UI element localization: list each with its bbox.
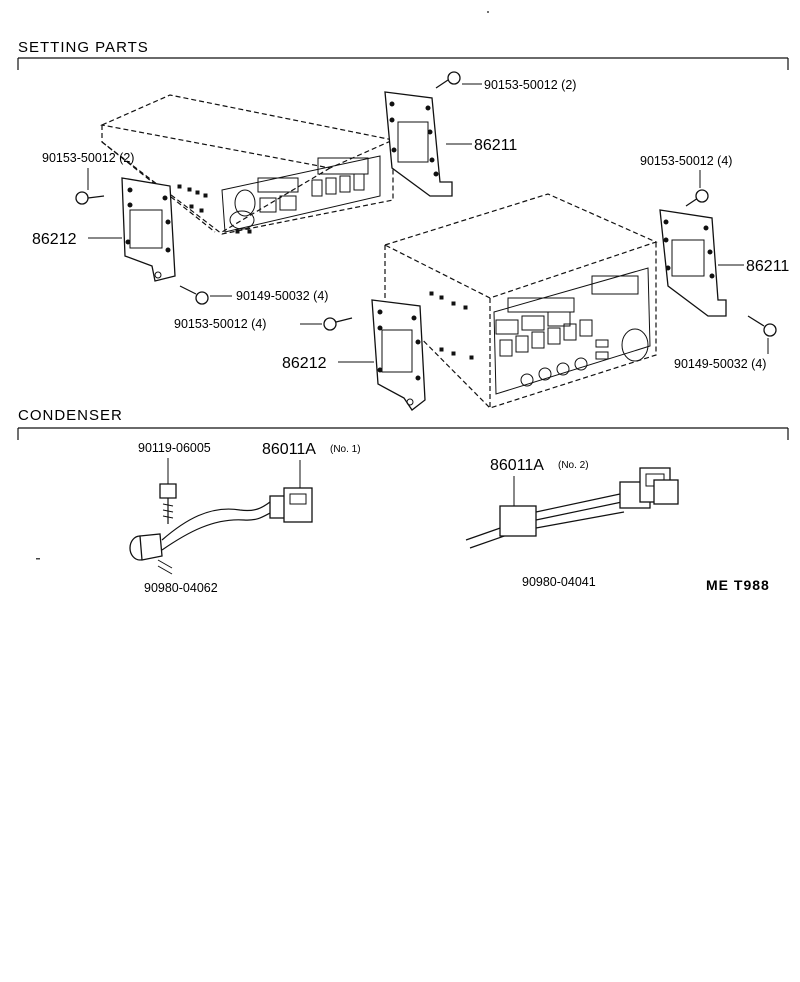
bracket-86211-right bbox=[659, 209, 727, 317]
bolt-top-left bbox=[75, 191, 105, 205]
label-condenser-no2-part: 90980-04041 bbox=[522, 575, 596, 589]
label-bracket-center: 86212 bbox=[282, 355, 327, 372]
radio-unit-lower bbox=[383, 193, 658, 409]
bolt-left-lower bbox=[179, 285, 209, 305]
bolt-far-right bbox=[685, 189, 709, 207]
leader-lines bbox=[87, 83, 769, 363]
bracket-86211-top bbox=[384, 91, 453, 197]
label-bracket-left: 86212 bbox=[32, 231, 77, 248]
label-bolt-center: 90153-50012 (4) bbox=[174, 317, 266, 331]
bracket-86212-left bbox=[121, 177, 176, 282]
section-title-setting-parts: SETTING PARTS bbox=[18, 39, 149, 56]
label-bolt-far-right: 90153-50012 (4) bbox=[640, 154, 732, 168]
condenser-no1 bbox=[129, 460, 313, 575]
bolt-top-right bbox=[435, 71, 461, 89]
bolt-center bbox=[323, 317, 353, 331]
label-condenser-no1: 86011A bbox=[262, 441, 316, 458]
label-bracket-top-right: 86211 bbox=[474, 137, 517, 154]
scan-speck bbox=[36, 558, 40, 560]
label-bolt-left-lower: 90149-50032 (4) bbox=[236, 289, 328, 303]
label-condenser-no1-tag: (No. 1) bbox=[330, 444, 361, 455]
label-bolt-top-right: 90153-50012 (2) bbox=[484, 78, 576, 92]
condenser-no2 bbox=[465, 467, 679, 549]
label-bolt-top-left: 90153-50012 (2) bbox=[42, 151, 134, 165]
drawing-code: ME T988 bbox=[706, 577, 770, 593]
label-condenser-no1-part: 90980-04062 bbox=[144, 581, 218, 595]
label-condenser-no2: 86011A bbox=[490, 457, 544, 474]
radio-unit-upper bbox=[99, 94, 395, 235]
section-frame-setting-parts bbox=[17, 57, 789, 70]
label-condenser-no2-tag: (No. 2) bbox=[558, 460, 589, 471]
condenser-screw bbox=[159, 458, 177, 524]
label-bolt-far-right-lower: 90149-50032 (4) bbox=[674, 357, 766, 371]
bracket-86212-center bbox=[371, 299, 426, 411]
label-screw-condenser: 90119-06005 bbox=[138, 441, 211, 455]
section-title-condenser: CONDENSER bbox=[18, 407, 123, 424]
label-bracket-far-right: 86211 bbox=[746, 258, 789, 275]
bolt-far-right-lower bbox=[747, 315, 777, 337]
scan-speck bbox=[487, 11, 489, 13]
section-frame-condenser bbox=[17, 427, 789, 440]
